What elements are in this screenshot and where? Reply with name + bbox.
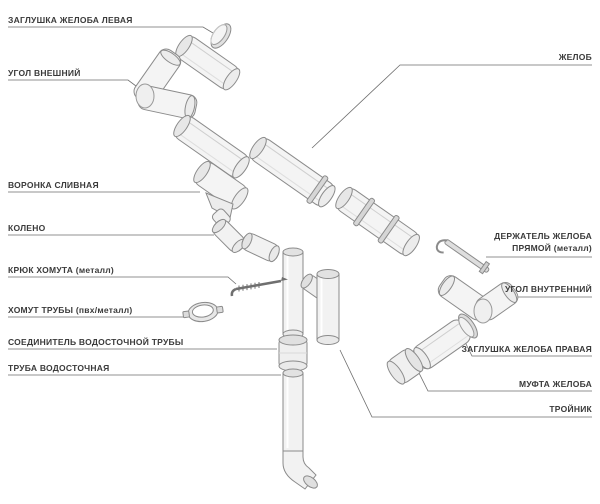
part-downpipe-lower	[282, 368, 304, 452]
part-elbow-1	[211, 218, 246, 253]
part-gutter-coupling	[386, 348, 424, 385]
leader-tee	[339, 349, 592, 418]
part-gutter-section-c	[249, 136, 336, 208]
part-corner-outer	[133, 48, 198, 119]
leader-end-cap-left	[8, 26, 214, 34]
label-tee: ТРОЙНИК	[549, 404, 592, 414]
label-pipe-clamp: ХОМУТ ТРУБЫ (пвх/металл)	[8, 305, 133, 315]
label-corner-inner: УГОЛ ВНУТРЕННИЙ	[504, 284, 592, 294]
label-pipe-connector: СОЕДИНИТЕЛЬ ВОДОСТОЧНОЙ ТРУБЫ	[8, 337, 184, 347]
part-gutter-section-b	[173, 114, 250, 179]
part-elbow-2	[241, 232, 280, 263]
part-gutter-bracket-straight	[435, 239, 491, 275]
label-gutter-end-cap-right: ЗАГЛУШКА ЖЕЛОБА ПРАВАЯ	[461, 344, 592, 354]
part-gutter-end-cap-right	[412, 313, 478, 370]
label-elbow: КОЛЕНО	[8, 223, 46, 233]
label-gutter-end-cap-left: ЗАГЛУШКА ЖЕЛОБА ЛЕВАЯ	[8, 15, 133, 25]
leader-corner-outer	[8, 79, 141, 90]
label-clamp-hook: КРЮК ХОМУТА (металл)	[8, 265, 115, 275]
leader-clamp-hook	[8, 276, 237, 285]
label-funnel: ВОРОНКА СЛИВНАЯ	[8, 180, 99, 190]
part-corner-inner	[437, 275, 519, 324]
part-tee	[300, 269, 340, 345]
label-gutter-bracket: ДЕРЖАТЕЛЬ ЖЕЛОБА ПРЯМОЙ (металл)	[494, 231, 592, 254]
part-pipe-connector	[278, 334, 308, 372]
part-pipe-clamp	[182, 301, 224, 323]
part-gutter-section-d	[335, 186, 420, 257]
leader-gutter	[311, 64, 592, 149]
leader-end-cap-right	[463, 339, 592, 357]
part-gutter-section-a	[175, 34, 241, 91]
label-downpipe: ТРУБА ВОДОСТОЧНАЯ	[8, 363, 110, 373]
label-gutter: ЖЕЛОБ	[558, 52, 592, 62]
part-clamp-hook-screw	[230, 277, 288, 297]
label-corner-outer: УГОЛ ВНЕШНИЙ	[8, 68, 81, 78]
label-gutter-coupling: МУФТА ЖЕЛОБА	[519, 379, 592, 389]
leader-lines	[8, 26, 592, 418]
part-downpipe-upper	[282, 247, 304, 339]
part-elbow-bottom	[282, 450, 318, 490]
leader-gutter-coupling	[416, 368, 592, 392]
part-gutter-end-cap-left	[210, 23, 232, 49]
